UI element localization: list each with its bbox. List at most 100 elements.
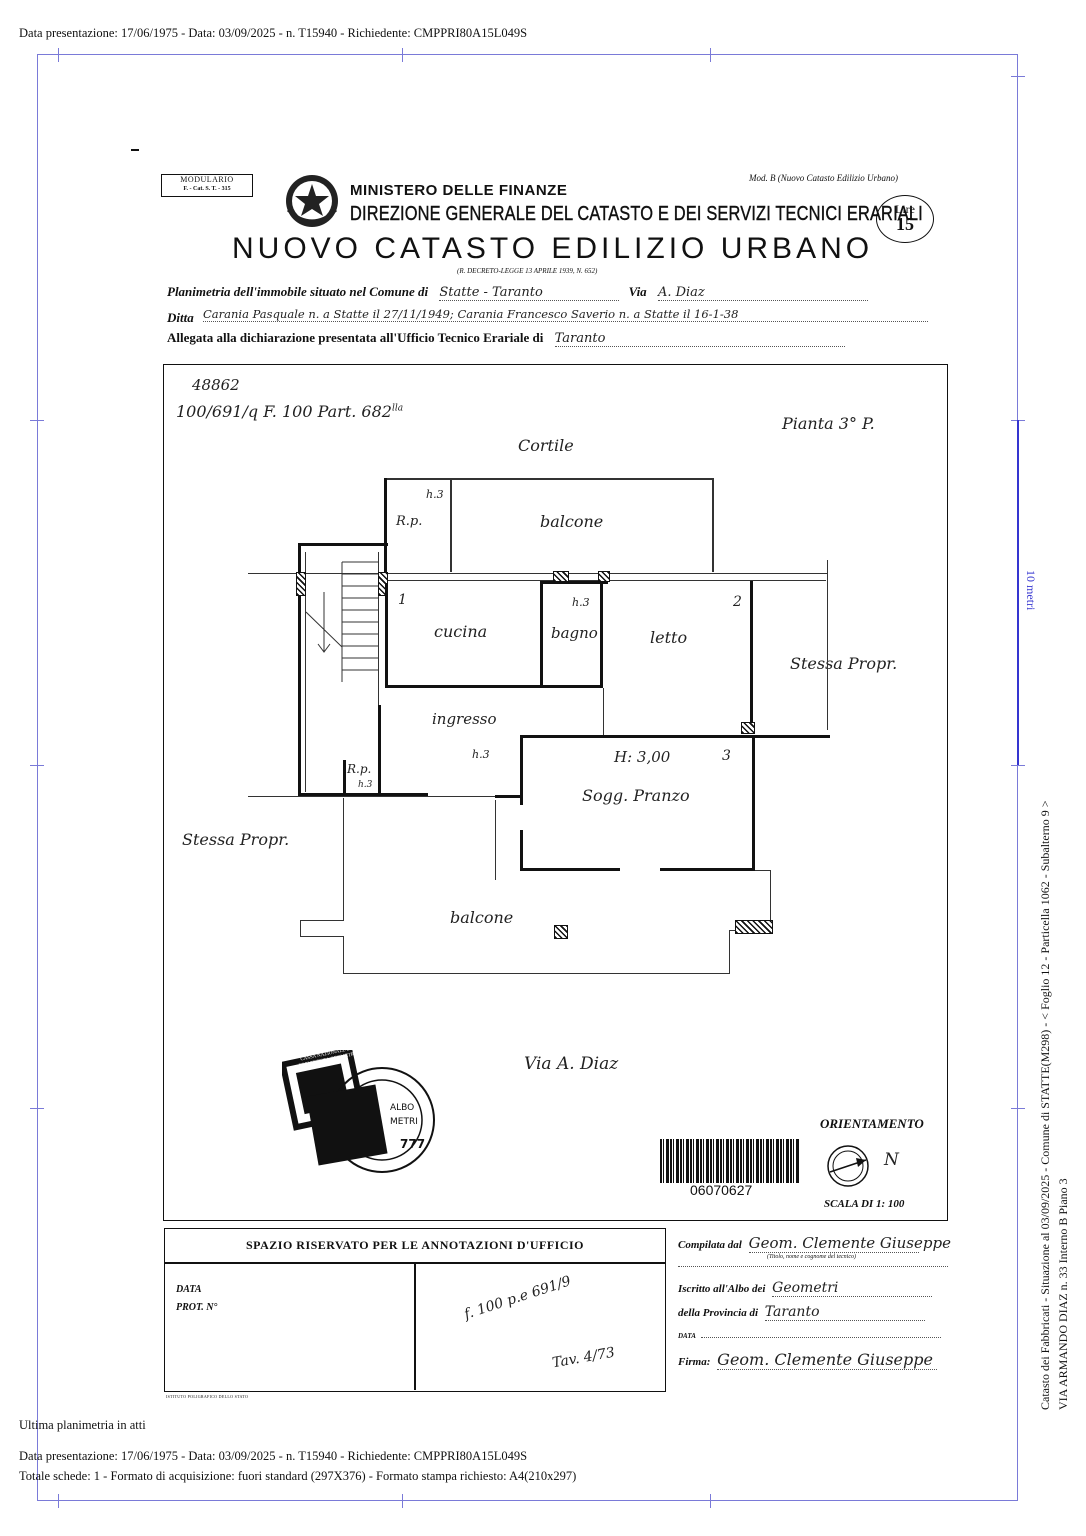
- lire-value: 15: [896, 214, 914, 234]
- direction: DIREZIONE GENERALE DEL CATASTO E DEI SER…: [350, 203, 923, 225]
- wall: [540, 581, 543, 688]
- annotations-box: [164, 1228, 666, 1392]
- provincia-row: della Provincia di Taranto: [678, 1304, 925, 1321]
- tick: [1011, 765, 1025, 766]
- scale-bar: [1017, 420, 1019, 765]
- via-value: A. Diaz: [657, 285, 868, 301]
- decree: (R. DECRETO-LEGGE 13 APRILE 1939, N. 652…: [457, 267, 598, 275]
- room-num-1: 1: [398, 592, 407, 608]
- svg-text:METRI: METRI: [390, 1117, 418, 1127]
- side-info-2: VIA ARMANDO DIAZ n. 33 Interno B Piano 3: [1056, 1178, 1070, 1410]
- wall: [450, 478, 452, 572]
- form-title: NUOVO CATASTO EDILIZIO URBANO: [232, 232, 874, 265]
- via-bottom-label: Via A. Diaz: [524, 1054, 619, 1074]
- scale-text: SCALA DI 1: 100: [824, 1198, 905, 1210]
- firma-row: Firma: Geom. Clemente Giuseppe: [678, 1350, 938, 1370]
- tick: [30, 765, 44, 766]
- room-num-3: 3: [722, 748, 731, 764]
- stair-pillar: [296, 572, 306, 596]
- soggiorno-label: Sogg. Pranzo: [582, 786, 690, 805]
- frame-top: [37, 54, 1018, 55]
- wall: [520, 735, 830, 738]
- bagno-label: bagno: [551, 624, 598, 642]
- scale-label: 10 metri: [1024, 570, 1038, 611]
- iscritto-value: Geometri: [772, 1280, 933, 1297]
- svg-text:777: 777: [400, 1137, 425, 1151]
- lire-label: Lire: [895, 202, 915, 216]
- compilata-data-label: DATA: [678, 1332, 696, 1340]
- h-label-d: h.3: [358, 780, 373, 790]
- ripostiglio-top: R.p.: [396, 514, 423, 529]
- ref-particella-text: 100/691/q F. 100 Part. 682: [176, 402, 392, 421]
- allegata-value: Taranto: [554, 331, 845, 347]
- frame-bottom: [37, 1500, 1018, 1501]
- frame-left: [37, 54, 38, 1501]
- stair-inner-r: [378, 552, 380, 707]
- tick: [710, 48, 711, 62]
- barcode-icon: [660, 1139, 800, 1183]
- titolo-hint: (Titolo, nome e cognome del tecnico): [767, 1254, 856, 1260]
- wall: [660, 868, 755, 871]
- modulario-code: F. - Cat. S. T. - 315: [183, 186, 231, 192]
- balcony-line: [770, 870, 772, 932]
- tick: [58, 1494, 59, 1508]
- pillar: [554, 925, 568, 939]
- compass-icon: [827, 1145, 869, 1187]
- wall: [540, 581, 608, 584]
- dots-line: [678, 1262, 948, 1267]
- cucina-label: cucina: [434, 622, 488, 641]
- planimetria-row: Planimetria dell'immobile situato nel Co…: [167, 284, 927, 301]
- balcony-line: [343, 936, 345, 974]
- provincia-label: della Provincia di: [678, 1307, 759, 1319]
- prot-label: PROT. N°: [176, 1302, 218, 1313]
- emblem-icon: [286, 175, 338, 227]
- tick: [402, 48, 403, 62]
- tick: [30, 420, 44, 421]
- facade-right: [827, 560, 829, 730]
- planimetria-label: Planimetria dell'immobile situato nel Co…: [167, 284, 429, 299]
- compilata-label: Compilata dal: [678, 1239, 742, 1251]
- h-label-c: h.3: [472, 748, 490, 761]
- h-label-a: h.3: [426, 488, 444, 501]
- tick: [710, 1494, 711, 1508]
- modulario-label: MODULARIO: [180, 175, 234, 184]
- facade-line-lower: [248, 796, 520, 798]
- ingresso-label: ingresso: [432, 710, 497, 728]
- compilata-row: Compilata dal Geom. Clemente Giuseppe: [678, 1234, 951, 1253]
- room-num-2: 2: [733, 594, 742, 610]
- tick: [1011, 76, 1025, 77]
- balcony-line: [343, 973, 730, 975]
- pillar: [735, 920, 773, 934]
- wall: [385, 685, 603, 688]
- plan-box: [163, 364, 948, 1221]
- header-info: Data presentazione: 17/06/1975 - Data: 0…: [19, 26, 528, 40]
- mod-b: Mod. B (Nuovo Catasto Edilizio Urbano): [749, 173, 898, 183]
- balcony-line: [755, 870, 771, 872]
- column-line: [495, 800, 497, 880]
- tick: [30, 1108, 44, 1109]
- compilata-data-dots: [701, 1337, 942, 1338]
- ripostiglio-bottom: R.p.: [347, 762, 372, 776]
- wall: [385, 583, 388, 688]
- annotations-vdivider: [414, 1263, 416, 1390]
- data-row: DATA: [678, 1332, 948, 1340]
- allegata-row: Allegata alla dichiarazione presentata a…: [167, 330, 937, 347]
- iscritto-label: Iscritto all'Albo dei: [678, 1283, 766, 1295]
- balcony-line: [300, 920, 344, 922]
- stairs-icon: [306, 561, 378, 682]
- wall: [298, 793, 428, 796]
- stessa-left: Stessa Propr.: [182, 830, 290, 849]
- tick: [402, 1494, 403, 1508]
- ref-sup: lla: [391, 403, 404, 414]
- wall: [520, 830, 523, 870]
- wall: [378, 705, 381, 795]
- balcony-line: [300, 920, 302, 936]
- lire-stamp: Lire 15: [876, 195, 934, 243]
- wall: [495, 795, 521, 798]
- balcony-top-line: [385, 478, 713, 480]
- footer-line-2: Totale schede: 1 - Formato di acquisizio…: [19, 1469, 577, 1483]
- tick: [1011, 1108, 1025, 1109]
- printer-label: ISTITUTO POLIGRAFICO DELLO STATO: [166, 1394, 249, 1399]
- provincia-value: Taranto: [764, 1304, 925, 1321]
- height-value: H: 3,00: [614, 748, 671, 766]
